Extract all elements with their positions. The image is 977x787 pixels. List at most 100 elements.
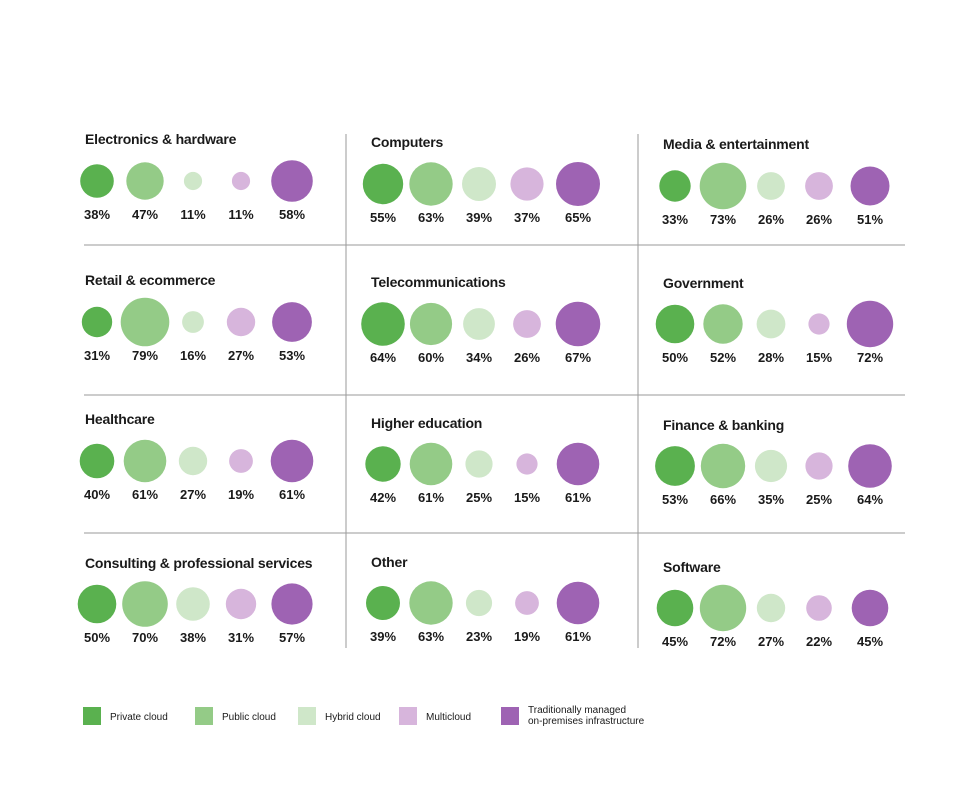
bubble-private-cloud (656, 589, 694, 627)
value-label: 61% (565, 629, 591, 644)
bubble-traditionally-managed-on-premises-infrastructure (271, 160, 313, 202)
bubble-public-cloud (120, 297, 170, 347)
bubble-hybrid-cloud (176, 587, 210, 621)
bubble-public-cloud (700, 443, 746, 489)
bubble-private-cloud (365, 446, 401, 482)
bubble-hybrid-cloud (756, 593, 786, 623)
value-label: 27% (228, 348, 254, 363)
bubble-public-cloud (122, 581, 168, 627)
value-label: 73% (710, 212, 736, 227)
panel-title: Computers (371, 134, 444, 150)
legend-item-private-cloud: Private cloud (83, 707, 168, 725)
value-label: 61% (565, 490, 591, 505)
value-label: 33% (662, 212, 688, 227)
bubble-traditionally-managed-on-premises-infrastructure (846, 300, 894, 348)
legend-label: Public cloud (222, 712, 276, 723)
value-label: 39% (466, 210, 492, 225)
bubble-private-cloud (362, 163, 404, 205)
bubble-private-cloud (659, 170, 691, 202)
value-label: 25% (806, 492, 832, 507)
legend-swatch (399, 707, 417, 725)
value-label: 19% (228, 487, 254, 502)
bubble-private-cloud (77, 584, 117, 624)
bubble-public-cloud (409, 442, 453, 486)
value-label: 70% (132, 630, 158, 645)
value-label: 22% (806, 634, 832, 649)
legend-label: Traditionally managed (528, 705, 626, 716)
value-label: 38% (180, 630, 206, 645)
value-label: 15% (806, 350, 832, 365)
bubble-multicloud (225, 588, 257, 620)
value-label: 28% (758, 350, 784, 365)
panel-title: Retail & ecommerce (85, 272, 216, 288)
legend-label: Private cloud (110, 712, 168, 723)
bubble-traditionally-managed-on-premises-infrastructure (271, 583, 313, 625)
value-label: 11% (180, 207, 206, 222)
value-label: 47% (132, 207, 158, 222)
bubble-private-cloud (655, 446, 695, 486)
value-label: 79% (132, 348, 158, 363)
bubble-traditionally-managed-on-premises-infrastructure (555, 301, 601, 347)
bubble-multicloud (226, 307, 256, 337)
value-label: 61% (279, 487, 305, 502)
bubble-private-cloud (81, 306, 113, 338)
bubble-multicloud (806, 595, 832, 621)
value-label: 31% (228, 630, 254, 645)
bubble-private-cloud (366, 586, 400, 620)
value-label: 53% (662, 492, 688, 507)
bubble-multicloud (510, 167, 544, 201)
panel-title: Other (371, 554, 408, 570)
value-label: 38% (84, 207, 110, 222)
bubble-multicloud (805, 452, 833, 480)
legend-label: Multicloud (426, 712, 471, 723)
value-label: 39% (370, 629, 396, 644)
value-label: 27% (758, 634, 784, 649)
panel-title: Healthcare (85, 411, 155, 427)
value-label: 63% (418, 629, 444, 644)
value-label: 45% (857, 634, 883, 649)
legend: Private cloud Public cloud Hybrid cloud Mul… (83, 705, 645, 727)
grid-dividers (84, 134, 905, 648)
value-label: 26% (514, 350, 540, 365)
value-label: 34% (466, 350, 492, 365)
value-label: 60% (418, 350, 444, 365)
value-label: 50% (662, 350, 688, 365)
bubble-traditionally-managed-on-premises-infrastructure (270, 439, 314, 483)
bubble-private-cloud (655, 304, 695, 344)
value-label: 19% (514, 629, 540, 644)
value-label: 52% (710, 350, 736, 365)
bubble-public-cloud (126, 162, 164, 200)
value-label: 42% (370, 490, 396, 505)
value-label: 23% (466, 629, 492, 644)
bubble-public-cloud (123, 439, 167, 483)
bubble-traditionally-managed-on-premises-infrastructure (848, 444, 892, 488)
panel-title: Software (663, 559, 721, 575)
value-label: 51% (857, 212, 883, 227)
bubble-public-cloud (409, 302, 453, 346)
value-label: 64% (857, 492, 883, 507)
value-label: 64% (370, 350, 396, 365)
value-label: 53% (279, 348, 305, 363)
legend-swatch (195, 707, 213, 725)
bubble-public-cloud (699, 584, 747, 632)
panel-title: Finance & banking (663, 417, 784, 433)
value-label: 50% (84, 630, 110, 645)
value-label: 58% (279, 207, 305, 222)
legend-swatch (501, 707, 519, 725)
legend-swatch (298, 707, 316, 725)
bubble-hybrid-cloud (465, 450, 493, 478)
panel-title: Government (663, 275, 744, 291)
value-label: 45% (662, 634, 688, 649)
bubble-multicloud (229, 449, 253, 473)
legend-label: on-premises infrastructure (528, 716, 645, 727)
value-label: 35% (758, 492, 784, 507)
legend-label: Hybrid cloud (325, 712, 381, 723)
bubble-hybrid-cloud (183, 171, 203, 191)
panel-other: Other 39% 63% 23% 19% 61% (366, 554, 600, 644)
